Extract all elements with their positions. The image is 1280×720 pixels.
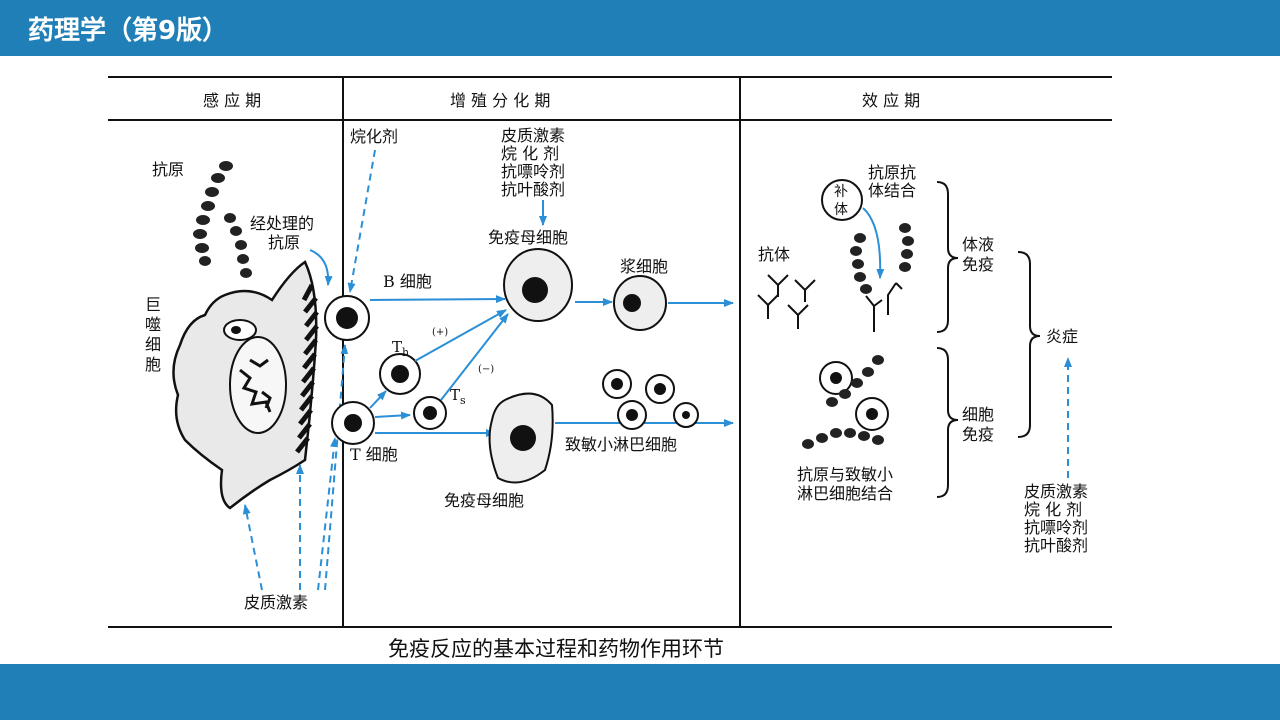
drug-right-3: 抗叶酸剂 — [1024, 536, 1088, 555]
label-humoral-2: 免疫 — [962, 255, 994, 274]
label-macrophage-2: 噬 — [145, 315, 161, 334]
label-processed-antigen-1: 经处理的 — [250, 214, 314, 233]
corticosteroid-arrows-left — [242, 344, 349, 591]
label-ag-ab-1: 抗原抗 — [868, 163, 916, 182]
antigen-chain — [193, 161, 233, 266]
drug-top-3: 抗叶酸剂 — [501, 180, 565, 199]
label-immunoblast-bottom: 免疫母细胞 — [444, 491, 524, 510]
label-minus: (−) — [478, 364, 494, 375]
label-th: Th — [392, 338, 409, 359]
drug-right-1: 烷 化 剂 — [1024, 500, 1082, 519]
label-sensitized-lymph: 致敏小淋巴细胞 — [565, 435, 677, 454]
ts-cell — [413, 396, 447, 430]
immunoblast-bottom-cell — [488, 392, 554, 484]
phase-proliferation: 增 殖 分 化 期 — [450, 91, 550, 110]
phase-effector: 效 应 期 — [862, 91, 920, 110]
processed-antigen-chain — [224, 213, 252, 278]
label-immunoblast-top: 免疫母细胞 — [488, 228, 568, 247]
drug-list-top: 皮质激素 烷 化 剂 抗嘌呤剂 抗叶酸剂 — [501, 126, 565, 199]
antigen-cell — [324, 295, 370, 341]
label-ag-ab-2: 体结合 — [868, 181, 916, 200]
th-cell — [379, 353, 421, 395]
antibodies — [757, 274, 816, 329]
t-cell — [331, 401, 375, 445]
phase-sensing: 感 应 期 — [203, 91, 261, 110]
label-macrophage-3: 细 — [145, 335, 161, 354]
label-t-cell: T 细胞 — [350, 445, 398, 464]
drug-list-right: 皮质激素 烷 化 剂 抗嘌呤剂 抗叶酸剂 — [1024, 482, 1088, 555]
label-antibody: 抗体 — [758, 245, 790, 264]
label-plasma-cell: 浆细胞 — [620, 257, 668, 276]
footer-bar — [0, 664, 1280, 720]
frame — [108, 76, 1112, 628]
label-cellular-2: 免疫 — [962, 425, 994, 444]
figure-caption: 免疫反应的基本过程和药物作用环节 — [388, 637, 724, 661]
complement — [821, 179, 863, 221]
label-antigen: 抗原 — [152, 160, 184, 179]
immunoblast-top-cell — [503, 248, 573, 322]
label-macrophage-1: 巨 — [145, 295, 161, 314]
slide-title: 药理学（第9版） — [28, 16, 229, 46]
macrophage — [172, 260, 319, 510]
lymph-antigen-binding — [802, 355, 889, 449]
title-bar — [0, 0, 1280, 56]
ag-ab-chains — [850, 223, 914, 294]
label-ag-lymph-1: 抗原与致敏小 — [797, 465, 893, 484]
label-complement-2: 体 — [834, 202, 848, 218]
label-complement-1: 补 — [834, 184, 848, 200]
label-corticosteroid-bottom: 皮质激素 — [244, 593, 308, 612]
braces — [936, 181, 1041, 498]
label-b-cell: B 细胞 — [383, 272, 432, 291]
label-ag-lymph-2: 淋巴细胞结合 — [797, 484, 893, 503]
drug-right-2: 抗嘌呤剂 — [1024, 518, 1088, 537]
plasma-cell — [613, 275, 667, 331]
label-ts: Ts — [450, 386, 466, 407]
label-humoral-1: 体液 — [962, 235, 994, 254]
drug-top-0: 皮质激素 — [501, 126, 565, 145]
label-inflammation: 炎症 — [1046, 327, 1078, 346]
label-alkylating-top: 烷化剂 — [350, 127, 398, 146]
drug-top-2: 抗嘌呤剂 — [501, 162, 565, 181]
label-processed-antigen-2: 抗原 — [268, 233, 300, 252]
drug-top-1: 烷 化 剂 — [501, 144, 559, 163]
label-cellular-1: 细胞 — [962, 405, 994, 424]
drug-right-0: 皮质激素 — [1024, 482, 1088, 501]
label-macrophage-4: 胞 — [145, 355, 161, 374]
label-plus: (+) — [432, 327, 448, 338]
